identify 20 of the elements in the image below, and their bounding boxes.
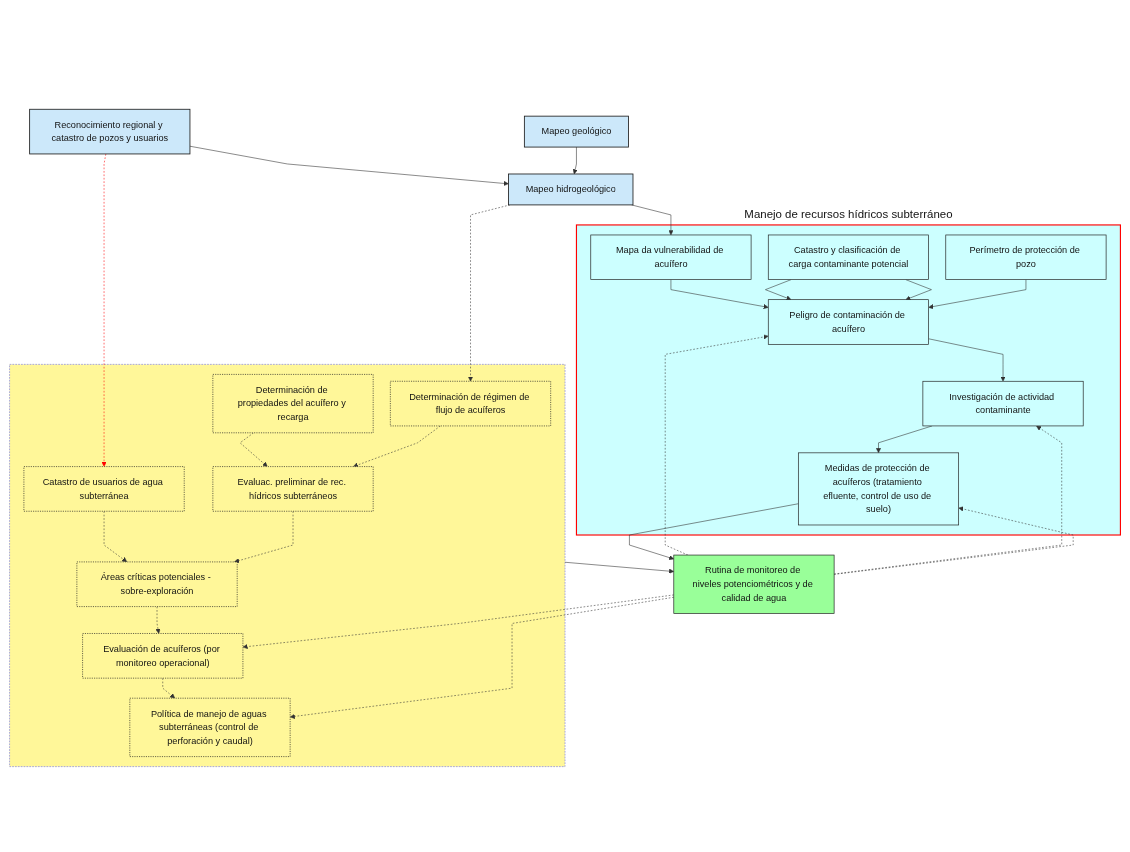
node-box: Mapa da vulnerabilidad de acuífero (590, 234, 752, 280)
node-box: Perímetro de protección de pozo (945, 234, 1107, 280)
node-box: Evaluac. preliminar de rec. hídricos subterráneos (212, 465, 374, 512)
node-box: Determinación de régimen de flujo de acuíferos (390, 380, 552, 426)
node-box: Peligro de contaminación de acuífero (767, 298, 929, 345)
node-box: Reconocimiento regional y catastro de pozos y usuarios (29, 108, 191, 154)
node-box: Catastro de usuarios de agua subterránea (23, 465, 185, 512)
node-box: Evaluación de acuíferos (por monitoreo operacional) (82, 632, 244, 678)
node-label: Manejo de recursos hídricos subterráneo (744, 207, 953, 220)
node-box: Catastro y clasificación de carga contaminante potencial (767, 234, 929, 280)
node-box: Áreas críticas potenciales - sobre-exploración (76, 561, 238, 607)
cluster (575, 223, 1121, 536)
node-box: Medidas de protección de acuíferos (tratamiento efluente, control de uso de suelo) (798, 452, 959, 525)
node-box: Investigación de actividad contaminante (922, 380, 1084, 426)
node-box: Rutina de monitoreo de niveles potenciométricos y de calidad de agua (673, 554, 835, 614)
node-box: Política de manejo de aguas subterráneas (control de perforación y caudal) (129, 697, 291, 757)
cluster (9, 363, 566, 767)
node-box: Mapeo hidrogeológico (508, 173, 634, 205)
node-box: Determinación de propiedades del acuífero y recarga (212, 373, 374, 433)
node-box: Mapeo geológico (523, 115, 629, 147)
